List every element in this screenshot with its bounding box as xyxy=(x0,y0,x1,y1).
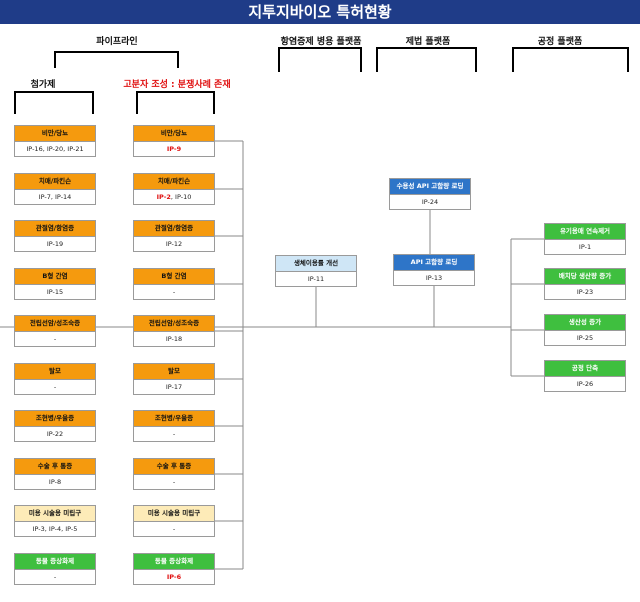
polymer-node-1[interactable]: 비만/당뇨 IP-9 xyxy=(133,125,215,157)
node-title: 비만/당뇨 xyxy=(15,126,95,142)
bracket-additive xyxy=(14,91,94,114)
node-title: API 고함량 로딩 xyxy=(394,255,474,271)
node-value: IP-23 xyxy=(576,288,594,296)
process-node-1[interactable]: 유기용매 연속제거 IP-1 xyxy=(544,223,626,255)
additive-node-10[interactable]: 동물 증상화제 - xyxy=(14,553,96,585)
node-title: 동물 증상화제 xyxy=(15,554,95,570)
polymer-node-6[interactable]: 탈모 IP-17 xyxy=(133,363,215,395)
header-additive: 첨가제 xyxy=(30,80,56,90)
node-title: B형 간염 xyxy=(134,269,214,285)
node-title: 전립선암/성조숙증 xyxy=(134,316,214,332)
node-value: IP-1 xyxy=(578,243,592,251)
node-title: 공정 단축 xyxy=(545,361,625,377)
node-title: 치매/파킨슨 xyxy=(134,174,214,190)
node-title: 전립선암/성조숙증 xyxy=(15,316,95,332)
header-formulation-platform: 제법 플랫폼 xyxy=(405,37,451,47)
node-value: IP-9 xyxy=(166,145,182,153)
node-title: 조현병/우울증 xyxy=(134,411,214,427)
node-value: IP-13 xyxy=(425,274,443,282)
node-value: IP-18 xyxy=(165,335,183,343)
node-title: 미용 시술용 미립구 xyxy=(134,506,214,522)
formulation-node-1[interactable]: 수용성 API 고함량 로딩 IP-24 xyxy=(389,178,471,210)
node-title: 치매/파킨슨 xyxy=(15,174,95,190)
node-value: - xyxy=(53,573,57,581)
node-value: IP-6 xyxy=(166,573,182,581)
bracket-antiinflam xyxy=(278,47,362,72)
node-value: IP-2, IP-10 xyxy=(156,193,192,201)
node-value: IP-3, IP-4, IP-5 xyxy=(32,525,78,533)
header-polymer: 고분자 조성 : 분쟁사례 존재 xyxy=(123,80,231,90)
process-node-4[interactable]: 공정 단축 IP-26 xyxy=(544,360,626,392)
node-title: 수용성 API 고함량 로딩 xyxy=(390,179,470,195)
node-value: IP-8 xyxy=(48,478,62,486)
polymer-node-3[interactable]: 관절염/항염증 IP-12 xyxy=(133,220,215,252)
node-title: 유기용매 연속제거 xyxy=(545,224,625,240)
bracket-polymer xyxy=(136,91,215,114)
node-value: IP-16, IP-20, IP-21 xyxy=(26,145,84,153)
node-value: IP-17 xyxy=(165,383,183,391)
node-title: 생체이용률 개선 xyxy=(276,256,356,272)
node-value: IP-26 xyxy=(576,380,594,388)
node-value: - xyxy=(53,335,57,343)
additive-node-7[interactable]: 조현병/우울증 IP-22 xyxy=(14,410,96,442)
page-title: 지투지바이오 특허현황 xyxy=(0,0,640,24)
node-title: 탈모 xyxy=(134,364,214,380)
additive-node-5[interactable]: 전립선암/성조숙증 - xyxy=(14,315,96,347)
node-title: 수술 후 통증 xyxy=(134,459,214,475)
additive-node-2[interactable]: 치매/파킨슨 IP-7, IP-14 xyxy=(14,173,96,205)
polymer-node-8[interactable]: 수술 후 통증 - xyxy=(133,458,215,490)
node-title: 탈모 xyxy=(15,364,95,380)
node-value: IP-24 xyxy=(421,198,439,206)
polymer-node-2[interactable]: 치매/파킨슨 IP-2, IP-10 xyxy=(133,173,215,205)
node-value: - xyxy=(172,288,176,296)
polymer-node-5[interactable]: 전립선암/성조숙증 IP-18 xyxy=(133,315,215,347)
additive-node-1[interactable]: 비만/당뇨 IP-16, IP-20, IP-21 xyxy=(14,125,96,157)
node-title: 관절염/항염증 xyxy=(15,221,95,237)
process-node-2[interactable]: 배치당 생산량 증가 IP-23 xyxy=(544,268,626,300)
formulation-node-2[interactable]: API 고함량 로딩 IP-13 xyxy=(393,254,475,286)
node-value: IP-11 xyxy=(307,275,325,283)
node-title: B형 간염 xyxy=(15,269,95,285)
additive-node-3[interactable]: 관절염/항염증 IP-19 xyxy=(14,220,96,252)
node-title: 미용 시술용 미립구 xyxy=(15,506,95,522)
bracket-pipeline xyxy=(54,51,179,68)
additive-node-6[interactable]: 탈모 - xyxy=(14,363,96,395)
node-title: 비만/당뇨 xyxy=(134,126,214,142)
node-value: IP-7, IP-14 xyxy=(38,193,72,201)
bracket-process xyxy=(512,47,629,72)
antiinflam-node[interactable]: 생체이용률 개선 IP-11 xyxy=(275,255,357,287)
node-title: 생산성 증가 xyxy=(545,315,625,331)
header-antiinflam-platform: 항염증제 병용 플랫폼 xyxy=(280,37,362,47)
polymer-node-9[interactable]: 미용 시술용 미립구 - xyxy=(133,505,215,537)
node-value: IP-15 xyxy=(46,288,64,296)
header-pipeline: 파이프라인 xyxy=(96,37,138,47)
bracket-formulation xyxy=(376,47,477,72)
additive-node-4[interactable]: B형 간염 IP-15 xyxy=(14,268,96,300)
node-value: - xyxy=(172,478,176,486)
additive-node-8[interactable]: 수술 후 통증 IP-8 xyxy=(14,458,96,490)
node-title: 동물 증상화제 xyxy=(134,554,214,570)
node-value: - xyxy=(172,430,176,438)
node-value: IP-19 xyxy=(46,240,64,248)
node-value: IP-25 xyxy=(576,334,594,342)
additive-node-9[interactable]: 미용 시술용 미립구 IP-3, IP-4, IP-5 xyxy=(14,505,96,537)
process-node-3[interactable]: 생산성 증가 IP-25 xyxy=(544,314,626,346)
node-title: 수술 후 통증 xyxy=(15,459,95,475)
node-value: - xyxy=(53,383,57,391)
node-title: 관절염/항염증 xyxy=(134,221,214,237)
header-process-platform: 공정 플랫폼 xyxy=(537,37,583,47)
node-value: - xyxy=(172,525,176,533)
node-title: 배치당 생산량 증가 xyxy=(545,269,625,285)
node-value: IP-22 xyxy=(46,430,64,438)
polymer-node-4[interactable]: B형 간염 - xyxy=(133,268,215,300)
node-title: 조현병/우울증 xyxy=(15,411,95,427)
node-value: IP-12 xyxy=(165,240,183,248)
polymer-node-7[interactable]: 조현병/우울증 - xyxy=(133,410,215,442)
polymer-node-10[interactable]: 동물 증상화제 IP-6 xyxy=(133,553,215,585)
